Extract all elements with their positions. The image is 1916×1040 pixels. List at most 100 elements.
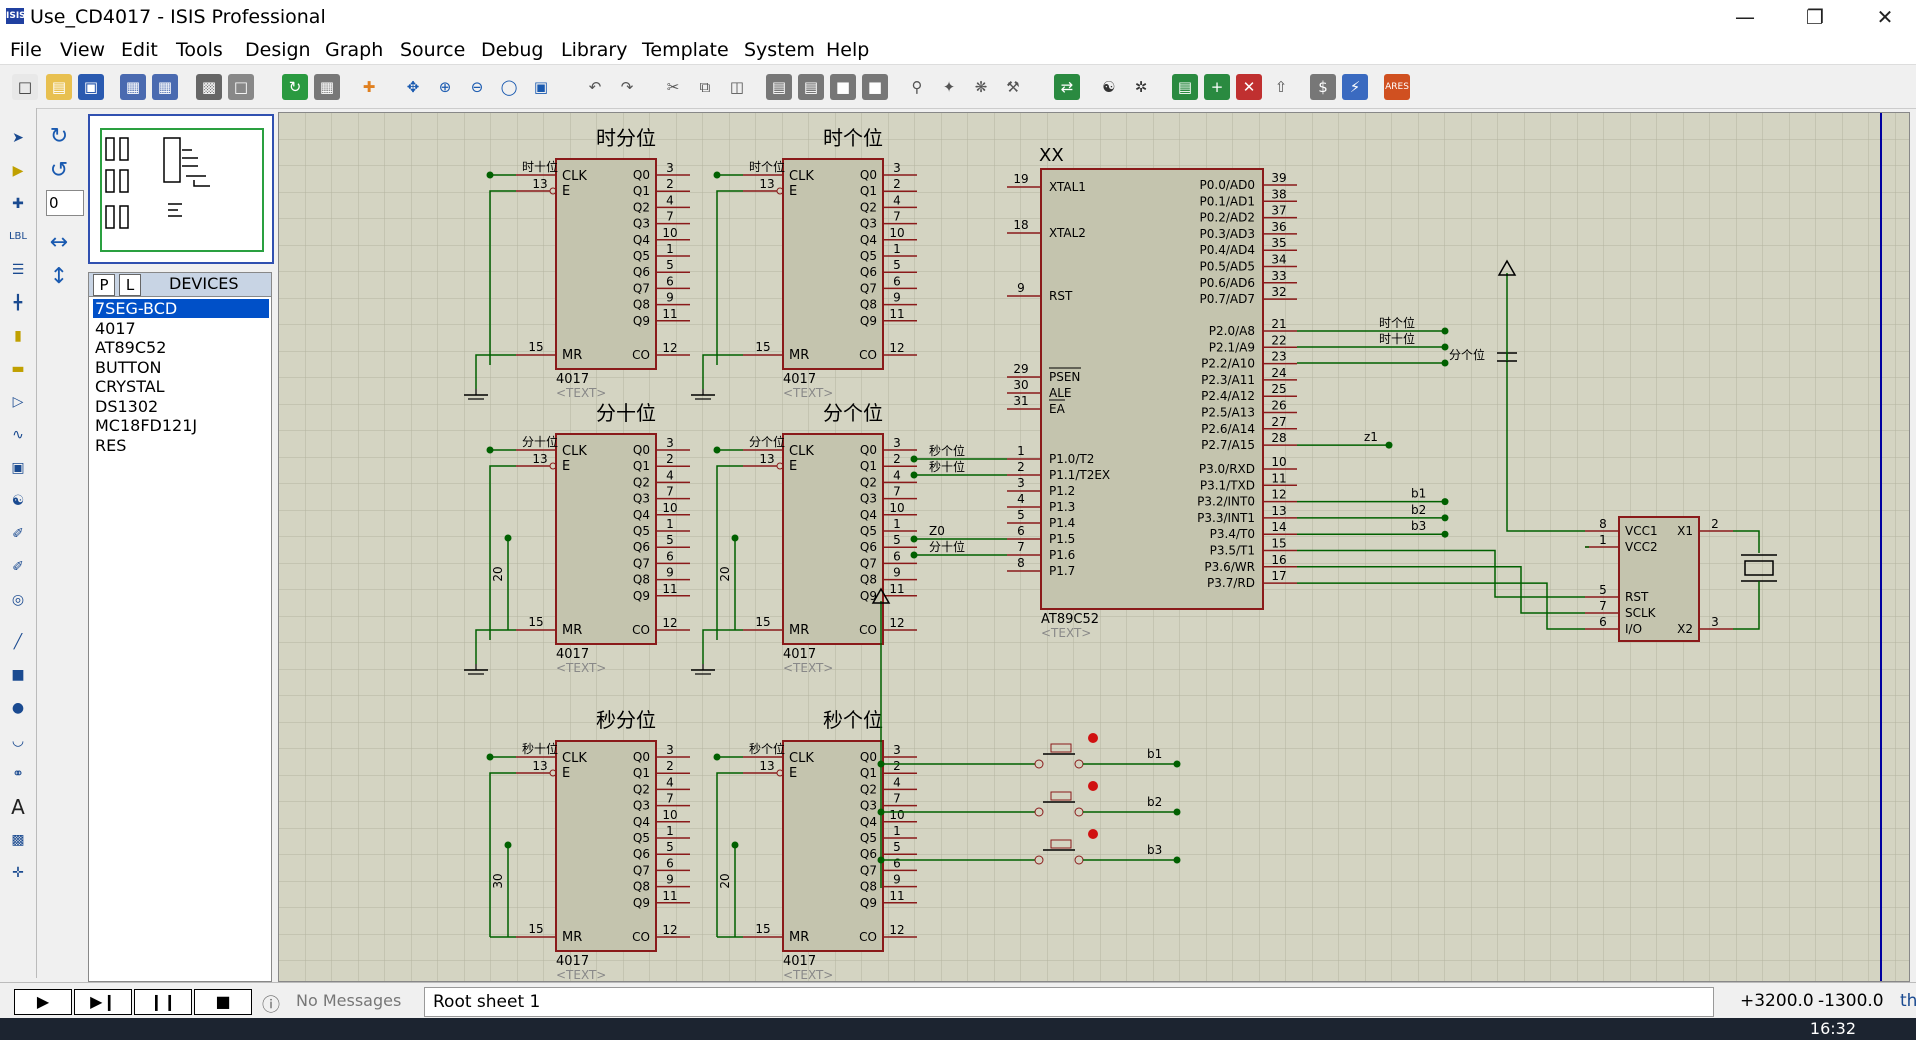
component-mode-icon[interactable]: ▶: [12, 163, 24, 179]
menu-view[interactable]: View: [60, 39, 106, 61]
export-icon[interactable]: ▦: [152, 74, 178, 100]
add-sheet-icon[interactable]: +: [1204, 74, 1230, 100]
line-tool-icon[interactable]: ╱: [13, 634, 23, 650]
block-copy-icon[interactable]: ▤: [766, 74, 792, 100]
library-manager-button[interactable]: L: [119, 274, 141, 296]
step-button[interactable]: ▶❙: [74, 989, 132, 1015]
pick-devices-button[interactable]: P: [93, 274, 115, 296]
overview-viewport[interactable]: [100, 128, 264, 252]
search-tag-icon[interactable]: ☯: [1102, 78, 1116, 96]
rotate-clockwise-icon[interactable]: ↻: [49, 124, 69, 149]
bill-of-materials-icon[interactable]: $: [1310, 74, 1336, 100]
menu-design[interactable]: Design: [245, 39, 311, 61]
voltage-probe-icon[interactable]: ✐: [12, 526, 24, 542]
device-pin-icon[interactable]: ▷: [12, 394, 24, 410]
current-probe-icon[interactable]: ✐: [12, 559, 24, 575]
rotate-anticlockwise-icon[interactable]: ↺: [49, 158, 69, 183]
package-tool-icon[interactable]: ❋: [974, 78, 988, 96]
import-icon[interactable]: ▦: [120, 74, 146, 100]
text-tool-icon[interactable]: A: [11, 795, 25, 819]
graph-icon[interactable]: ∿: [12, 427, 24, 443]
units-indicator[interactable]: th: [1900, 991, 1916, 1011]
wire-autorouter-icon[interactable]: ⇄: [1054, 74, 1080, 100]
menu-graph[interactable]: Graph: [325, 39, 384, 61]
menu-file[interactable]: File: [10, 39, 42, 61]
device-item[interactable]: 7SEG-BCD: [93, 299, 269, 318]
messages-indicator[interactable]: No Messages: [296, 991, 402, 1010]
block-delete-icon[interactable]: ■: [862, 74, 888, 100]
menu-edit[interactable]: Edit: [121, 39, 158, 61]
selection-mode-icon[interactable]: ➤: [12, 130, 24, 146]
device-item[interactable]: 4017: [95, 319, 136, 338]
redo-icon[interactable]: ↷: [620, 78, 634, 96]
marker-tool-icon[interactable]: ✛: [12, 865, 24, 881]
print-icon[interactable]: ▩: [196, 74, 222, 100]
subcircuit-icon[interactable]: ▮: [14, 328, 22, 344]
close-button[interactable]: ✕: [1876, 5, 1894, 29]
pick-device-icon[interactable]: ⚲: [911, 78, 923, 96]
generator-icon[interactable]: ☯: [11, 493, 25, 509]
stop-button[interactable]: ■: [194, 989, 252, 1015]
new-sheet-icon[interactable]: ▤: [1172, 74, 1198, 100]
device-item[interactable]: MC18FD121J: [95, 416, 198, 435]
paste-icon[interactable]: ◫: [729, 78, 745, 96]
bus-icon[interactable]: ╋: [13, 295, 23, 311]
minimize-button[interactable]: —: [1735, 5, 1755, 29]
origin-icon[interactable]: ✚: [362, 78, 376, 96]
ares-icon[interactable]: ARES: [1384, 74, 1410, 100]
device-item[interactable]: CRYSTAL: [95, 377, 165, 396]
virtual-instrument-icon[interactable]: ◎: [11, 592, 25, 608]
menu-help[interactable]: Help: [826, 39, 870, 61]
pan-icon[interactable]: ✥: [406, 78, 420, 96]
electrical-rules-check-icon[interactable]: ⚡: [1342, 74, 1368, 100]
mirror-horizontal-icon[interactable]: ↔: [49, 230, 69, 255]
path-tool-icon[interactable]: ⚭: [12, 766, 24, 782]
pause-button[interactable]: ❙❙: [134, 989, 192, 1015]
device-item[interactable]: BUTTON: [95, 358, 162, 377]
new-file-icon[interactable]: □: [12, 74, 38, 100]
menu-source[interactable]: Source: [400, 39, 466, 61]
zoom-out-icon[interactable]: ⊖: [470, 78, 484, 96]
refresh-icon[interactable]: ↻: [282, 74, 308, 100]
rotation-angle-field[interactable]: 0: [46, 190, 84, 216]
copy-icon[interactable]: ⧉: [699, 78, 711, 96]
exit-parent-icon[interactable]: ⇧: [1274, 78, 1288, 96]
open-file-icon[interactable]: ▤: [46, 74, 72, 100]
play-button[interactable]: ▶: [14, 989, 72, 1015]
circle-tool-icon[interactable]: ●: [11, 700, 25, 716]
restore-button[interactable]: ❐: [1806, 5, 1824, 29]
zoom-all-icon[interactable]: ◯: [500, 78, 518, 96]
menu-tools[interactable]: Tools: [176, 39, 223, 61]
block-move-icon[interactable]: ▤: [798, 74, 824, 100]
property-assignment-icon[interactable]: ✲: [1134, 78, 1148, 96]
remove-sheet-icon[interactable]: ✕: [1236, 74, 1262, 100]
junction-dot-icon[interactable]: ✚: [12, 196, 24, 212]
undo-icon[interactable]: ↶: [588, 78, 602, 96]
mirror-vertical-icon[interactable]: ↕: [49, 264, 69, 289]
text-script-icon[interactable]: ☰: [11, 262, 25, 278]
grid-icon[interactable]: ▦: [314, 74, 340, 100]
box-tool-icon[interactable]: ■: [11, 667, 25, 683]
menu-system[interactable]: System: [744, 39, 815, 61]
tape-recorder-icon[interactable]: ▣: [11, 460, 25, 476]
symbol-tool-icon[interactable]: ▩: [11, 832, 25, 848]
device-item[interactable]: RES: [95, 436, 127, 455]
make-device-icon[interactable]: ✦: [942, 78, 956, 96]
save-icon[interactable]: ▣: [78, 74, 104, 100]
menu-debug[interactable]: Debug: [481, 39, 544, 61]
device-item[interactable]: DS1302: [95, 397, 159, 416]
overview-window[interactable]: [88, 114, 274, 264]
print-area-icon[interactable]: □: [228, 74, 254, 100]
device-item[interactable]: AT89C52: [95, 338, 167, 357]
menu-template[interactable]: Template: [642, 39, 729, 61]
cut-icon[interactable]: ✂: [666, 78, 680, 96]
zoom-in-icon[interactable]: ⊕: [438, 78, 452, 96]
terminal-icon[interactable]: ▬: [11, 361, 25, 377]
zoom-area-icon[interactable]: ▣: [533, 78, 549, 96]
arc-tool-icon[interactable]: ◡: [11, 733, 25, 749]
decompose-icon[interactable]: ⚒: [1006, 78, 1020, 96]
wire-label-icon[interactable]: LBL: [8, 231, 27, 242]
block-rotate-icon[interactable]: ■: [830, 74, 856, 100]
